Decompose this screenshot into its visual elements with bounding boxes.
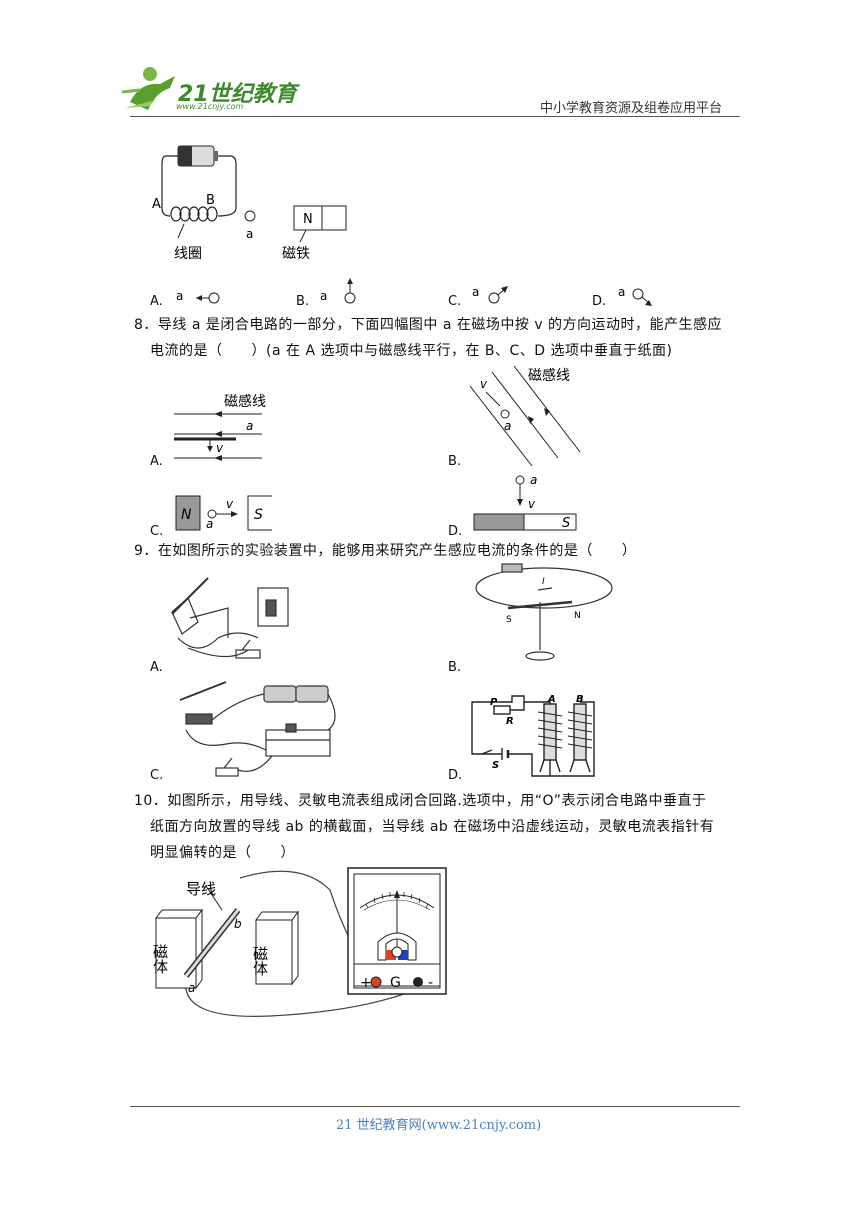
q8-option-d[interactable]: D. <box>448 524 463 539</box>
negative-terminal <box>413 977 423 987</box>
svg-text:a: a <box>472 285 479 299</box>
svg-text:a: a <box>320 289 327 303</box>
q10-text-line1: 10．如图所示，用导线、灵敏电流表组成闭合回路.选项中，用“O”表示闭合电路中垂… <box>134 793 707 809</box>
svg-text:-: - <box>428 975 433 991</box>
svg-text:v: v <box>528 497 536 511</box>
q8-option-a-figure: 磁感线 a v <box>174 393 266 461</box>
svg-text:a: a <box>618 285 625 299</box>
logo-text: 21世纪教育 <box>178 82 297 107</box>
q8-option-c[interactable]: C. <box>150 524 164 539</box>
svg-text:P: P <box>490 697 498 708</box>
q7-option-b-figure: a <box>320 278 356 304</box>
right-magnet-block <box>255 910 299 986</box>
svg-text:a: a <box>188 981 195 995</box>
svg-text:a: a <box>504 419 511 433</box>
positive-terminal <box>370 976 382 988</box>
svg-text:A: A <box>547 694 556 705</box>
svg-text:v: v <box>226 497 234 511</box>
svg-text:G: G <box>390 975 401 991</box>
q10-figure: 磁体 磁体 导线 b a + G - <box>151 867 447 1017</box>
q9-option-c-figure <box>179 681 336 777</box>
svg-text:+: + <box>360 975 372 991</box>
left-magnet-block <box>155 908 203 990</box>
q9-text: 9．在如图所示的实验装置中，能够用来研究产生感应电流的条件的是（ ） <box>134 543 637 559</box>
q9-option-d-figure: P R A B S <box>471 694 595 777</box>
logo-icon <box>121 67 175 110</box>
svg-text:a: a <box>176 289 183 303</box>
svg-text:a: a <box>206 517 213 531</box>
svg-text:S: S <box>562 516 570 531</box>
q9-option-a[interactable]: A. <box>150 660 163 675</box>
q8-option-b[interactable]: B. <box>448 454 462 469</box>
bar-magnet <box>293 205 347 231</box>
svg-text:导线: 导线 <box>186 880 216 898</box>
svg-text:R: R <box>506 716 514 727</box>
svg-text:S: S <box>254 507 263 523</box>
svg-text:磁体: 磁体 <box>151 944 169 974</box>
q7-option-a-figure: a <box>176 289 220 304</box>
svg-text:a: a <box>246 419 253 433</box>
svg-text:v: v <box>480 377 488 391</box>
q9-option-d[interactable]: D. <box>448 768 463 783</box>
q8-text-line2: 电流的是（ ）(a 在 A 选项中与磁感线平行，在 B、C、D 选项中垂直于纸面… <box>150 343 673 359</box>
svg-text:S: S <box>506 615 512 625</box>
coil-end-b-label: B <box>206 193 215 208</box>
svg-text:磁感线: 磁感线 <box>224 393 266 410</box>
q7-option-d[interactable]: D. <box>592 294 607 309</box>
q7-figure: A B 线圈 a N 磁铁 <box>152 145 347 262</box>
svg-text:a: a <box>530 473 537 487</box>
svg-text:v: v <box>216 441 224 455</box>
q8-option-a[interactable]: A. <box>150 454 163 469</box>
svg-text:S: S <box>492 760 499 771</box>
logo-url: www.21cnjy.com <box>176 102 244 111</box>
q10-text-line2: 纸面方向放置的导线 ab 的横截面，当导线 ab 在磁场中沿虚线运动，灵敏电流表… <box>150 819 715 835</box>
compass-a-icon <box>244 210 256 222</box>
coil-icon <box>170 206 218 222</box>
coil-label: 线圈 <box>174 246 202 262</box>
q7-option-c-figure: a <box>472 285 508 304</box>
svg-text:B: B <box>576 694 584 705</box>
svg-text:磁感线: 磁感线 <box>528 367 570 384</box>
svg-text:b: b <box>234 917 242 931</box>
header: 21世纪教育 www.21cnjy.com 中小学教育资源及组卷应用平台 <box>0 0 860 120</box>
q8-option-b-figure: 磁感线 v a <box>469 365 581 467</box>
magnet-label: 磁铁 <box>282 246 310 262</box>
svg-text:N: N <box>574 611 581 621</box>
q8-text-line1: 8．导线 a 是闭合电路的一部分，下面四幅图中 a 在磁场中按 v 的方向运动时… <box>134 317 723 333</box>
header-divider <box>130 116 740 117</box>
coil-end-a-label: A <box>152 197 161 212</box>
q10-text-line3: 明显偏转的是（ ） <box>150 845 295 861</box>
q7-option-a[interactable]: A. <box>150 294 163 309</box>
q8-option-c-figure: N v a S <box>175 495 272 531</box>
q9-option-c[interactable]: C. <box>150 768 164 783</box>
svg-text:a: a <box>246 227 253 241</box>
q7-option-d-figure: a <box>618 285 652 306</box>
q9-option-b[interactable]: B. <box>448 660 462 675</box>
q7-option-b[interactable]: B. <box>296 294 310 309</box>
q9-option-b-figure: I S N <box>475 563 613 661</box>
svg-text:I: I <box>542 577 545 587</box>
svg-text:N: N <box>181 507 192 523</box>
q8-option-d-figure: a v S <box>473 473 577 531</box>
q9-option-a-figure <box>171 577 289 659</box>
q7-option-c[interactable]: C. <box>448 294 462 309</box>
svg-text:N: N <box>303 212 313 227</box>
header-platform-text: 中小学教育资源及组卷应用平台 <box>540 101 723 116</box>
footer-link[interactable]: 21 世纪教育网(www.21cnjy.com) <box>336 1118 542 1133</box>
galvanometer <box>347 867 447 995</box>
svg-text:磁体: 磁体 <box>251 946 269 976</box>
footer-divider <box>130 1106 740 1107</box>
